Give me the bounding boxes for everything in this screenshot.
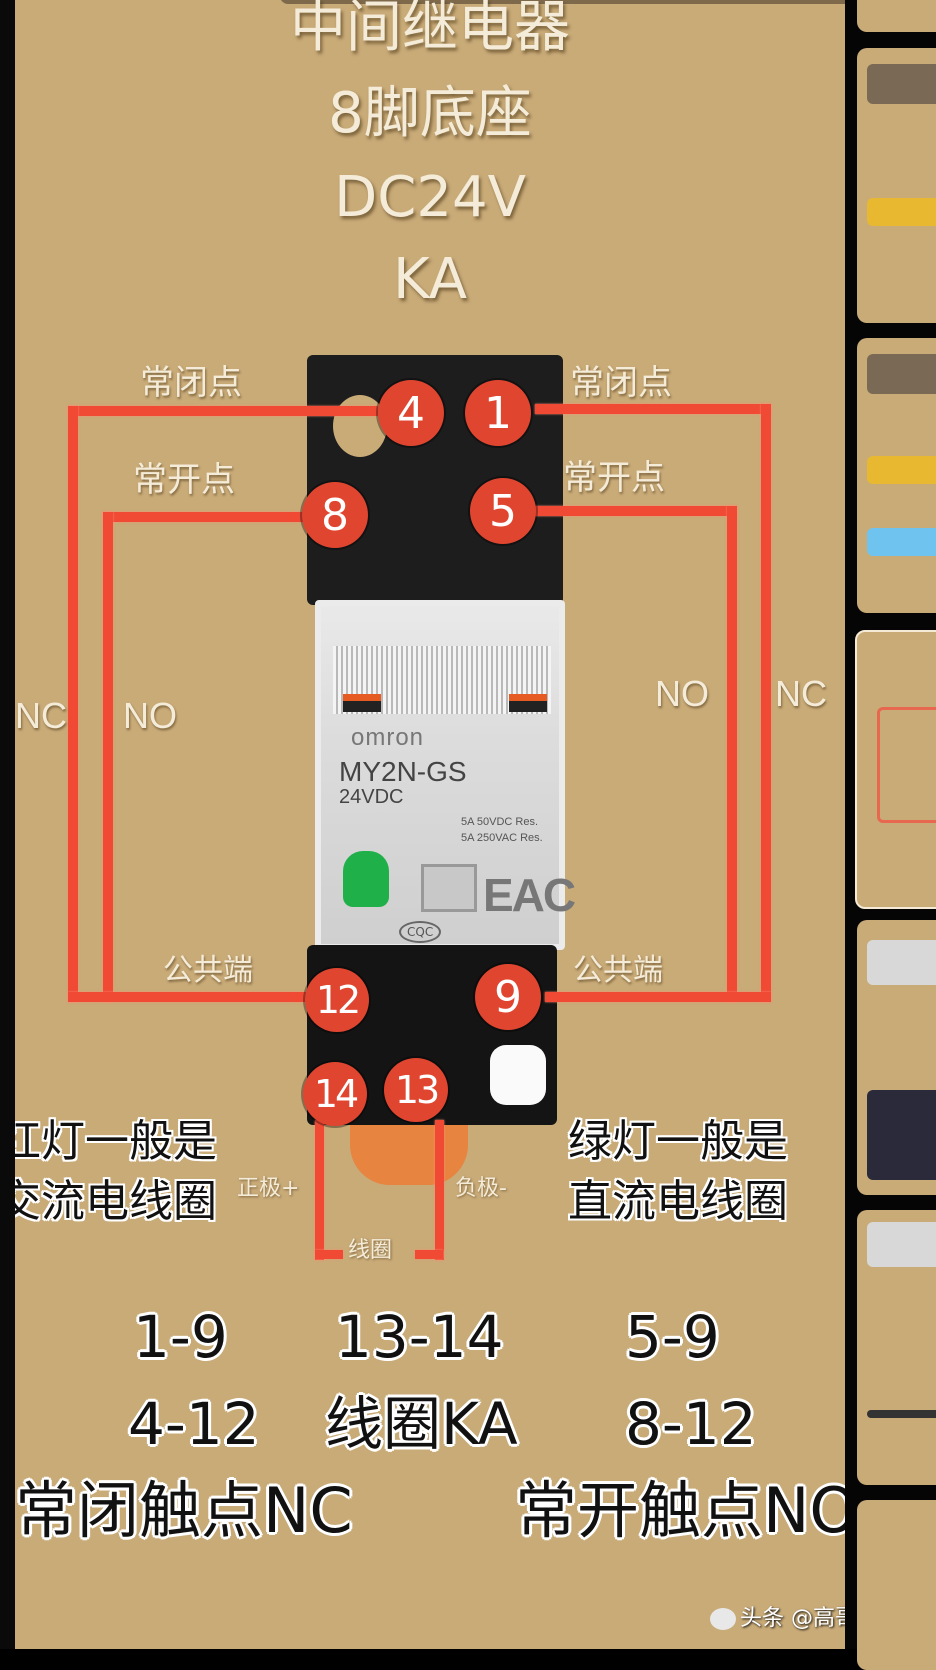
wire-coil-right-foot <box>415 1250 443 1259</box>
thumbnail-6-meter <box>867 1222 936 1267</box>
caption-no: 常开触点NO <box>515 1474 845 1547</box>
wire-no-right-top <box>535 506 737 516</box>
thumbnail-6[interactable] <box>857 1210 936 1485</box>
note-left-line1: 红灯一般是 <box>15 1116 217 1167</box>
relay-indicator-left <box>343 694 381 712</box>
label-no-point-left: 常开点 <box>133 460 235 500</box>
map-4-12: 4-12 <box>128 1390 260 1458</box>
relay-indicator-right <box>509 694 547 712</box>
label-nc-point-right: 常闭点 <box>570 363 672 403</box>
thumbnail-5-device <box>867 940 936 985</box>
test-button <box>421 864 477 912</box>
wire-no-right-vertical <box>727 506 737 1002</box>
overlay-bar <box>280 0 845 4</box>
relay-body: omron MY2N-GS 24VDC 5A 50VDC Res. 5A 250… <box>315 600 576 950</box>
relay-brand: omron <box>351 724 425 751</box>
map-5-9: 5-9 <box>625 1303 720 1371</box>
map-13-14: 13-14 <box>335 1303 504 1371</box>
wire-common-right <box>545 992 771 1002</box>
title-ka: KA <box>392 247 468 312</box>
wire-nc-left-top <box>68 406 378 416</box>
title-voltage: DC24V <box>334 165 526 230</box>
note-right-line2: 直流电线圈 <box>568 1176 788 1227</box>
thumbnail-5-panel <box>867 1090 936 1180</box>
wire-nc-right-top <box>535 404 771 414</box>
relay-voltage: 24VDC <box>339 786 404 808</box>
label-nc-left: NC <box>15 695 67 736</box>
label-no-point-right: 常开点 <box>563 458 665 498</box>
thumbnail-3[interactable] <box>857 338 936 613</box>
thumbnail-2-header <box>867 64 936 104</box>
wire-nc-right-vertical <box>761 404 771 1002</box>
label-nc-point-left: 常闭点 <box>140 363 242 403</box>
note-left-line2: 交流电线圈 <box>15 1176 217 1227</box>
wechat-logo-icon <box>710 1608 736 1630</box>
cqc-mark: CQC <box>399 921 442 943</box>
thumbnail-6-bar <box>867 1410 936 1418</box>
coil-indicator <box>350 1125 468 1185</box>
label-common-left: 公共端 <box>163 953 253 988</box>
label-common-right: 公共端 <box>573 953 663 988</box>
relay-model: MY2N-GS <box>339 756 467 787</box>
title-relay: 中间继电器 <box>290 0 570 60</box>
map-8-12: 8-12 <box>625 1390 757 1458</box>
left-edge <box>0 0 15 1649</box>
wire-no-left-top <box>103 512 303 522</box>
relay-diagram: 中间继电器 8脚底座 DC24V KA omron MY2N-GS 24VDC … <box>15 0 845 1649</box>
relay-spec: 5A 50VDC Res. 5A 250VAC Res. <box>461 816 543 844</box>
pin-1: 1 <box>465 380 531 446</box>
wire-no-left-vertical <box>103 512 113 1002</box>
note-right-line1: 绿灯一般是 <box>568 1116 788 1167</box>
pin-5: 5 <box>470 478 536 544</box>
wire-nc-left-vertical <box>68 406 78 1002</box>
label-no-left: NO <box>123 695 177 736</box>
pin-8: 8 <box>302 482 368 548</box>
map-coil-ka: 线圈KA <box>325 1390 518 1458</box>
wire-common-left <box>68 992 308 1002</box>
thumbnail-1[interactable] <box>857 0 936 32</box>
wire-coil-left <box>315 1120 324 1260</box>
label-nc-right: NC <box>775 673 827 714</box>
thumbnail-3-blue <box>867 528 936 556</box>
pin-14: 14 <box>303 1062 367 1126</box>
title-base: 8脚底座 <box>328 81 532 146</box>
wire-coil-left-foot <box>315 1250 343 1259</box>
caption-nc: 常闭触点NC <box>15 1474 353 1547</box>
thumbnail-4-current[interactable] <box>855 630 936 909</box>
label-no-right: NO <box>655 673 709 714</box>
thumbnail-2-tag <box>867 198 936 226</box>
eac-mark: EAC <box>483 869 576 921</box>
thumbnail-4-diagram <box>877 707 936 823</box>
label-coil: 线圈 <box>348 1238 393 1263</box>
green-led-icon <box>343 851 389 907</box>
pin-9: 9 <box>475 964 541 1030</box>
socket-latch <box>490 1045 546 1105</box>
thumbnail-5[interactable] <box>857 920 936 1195</box>
pin-12: 12 <box>305 968 369 1032</box>
thumbnail-3-header <box>867 354 936 394</box>
thumbnail-2[interactable] <box>857 48 936 323</box>
pin-4: 4 <box>378 380 444 446</box>
thumbnail-7[interactable] <box>857 1500 936 1670</box>
label-positive: 正极+ <box>237 1176 300 1201</box>
label-negative: 负极- <box>455 1176 507 1201</box>
wire-coil-right <box>435 1120 444 1260</box>
thumbnail-3-tag <box>867 456 936 484</box>
pin-13: 13 <box>384 1058 448 1122</box>
map-1-9: 1-9 <box>133 1303 228 1371</box>
